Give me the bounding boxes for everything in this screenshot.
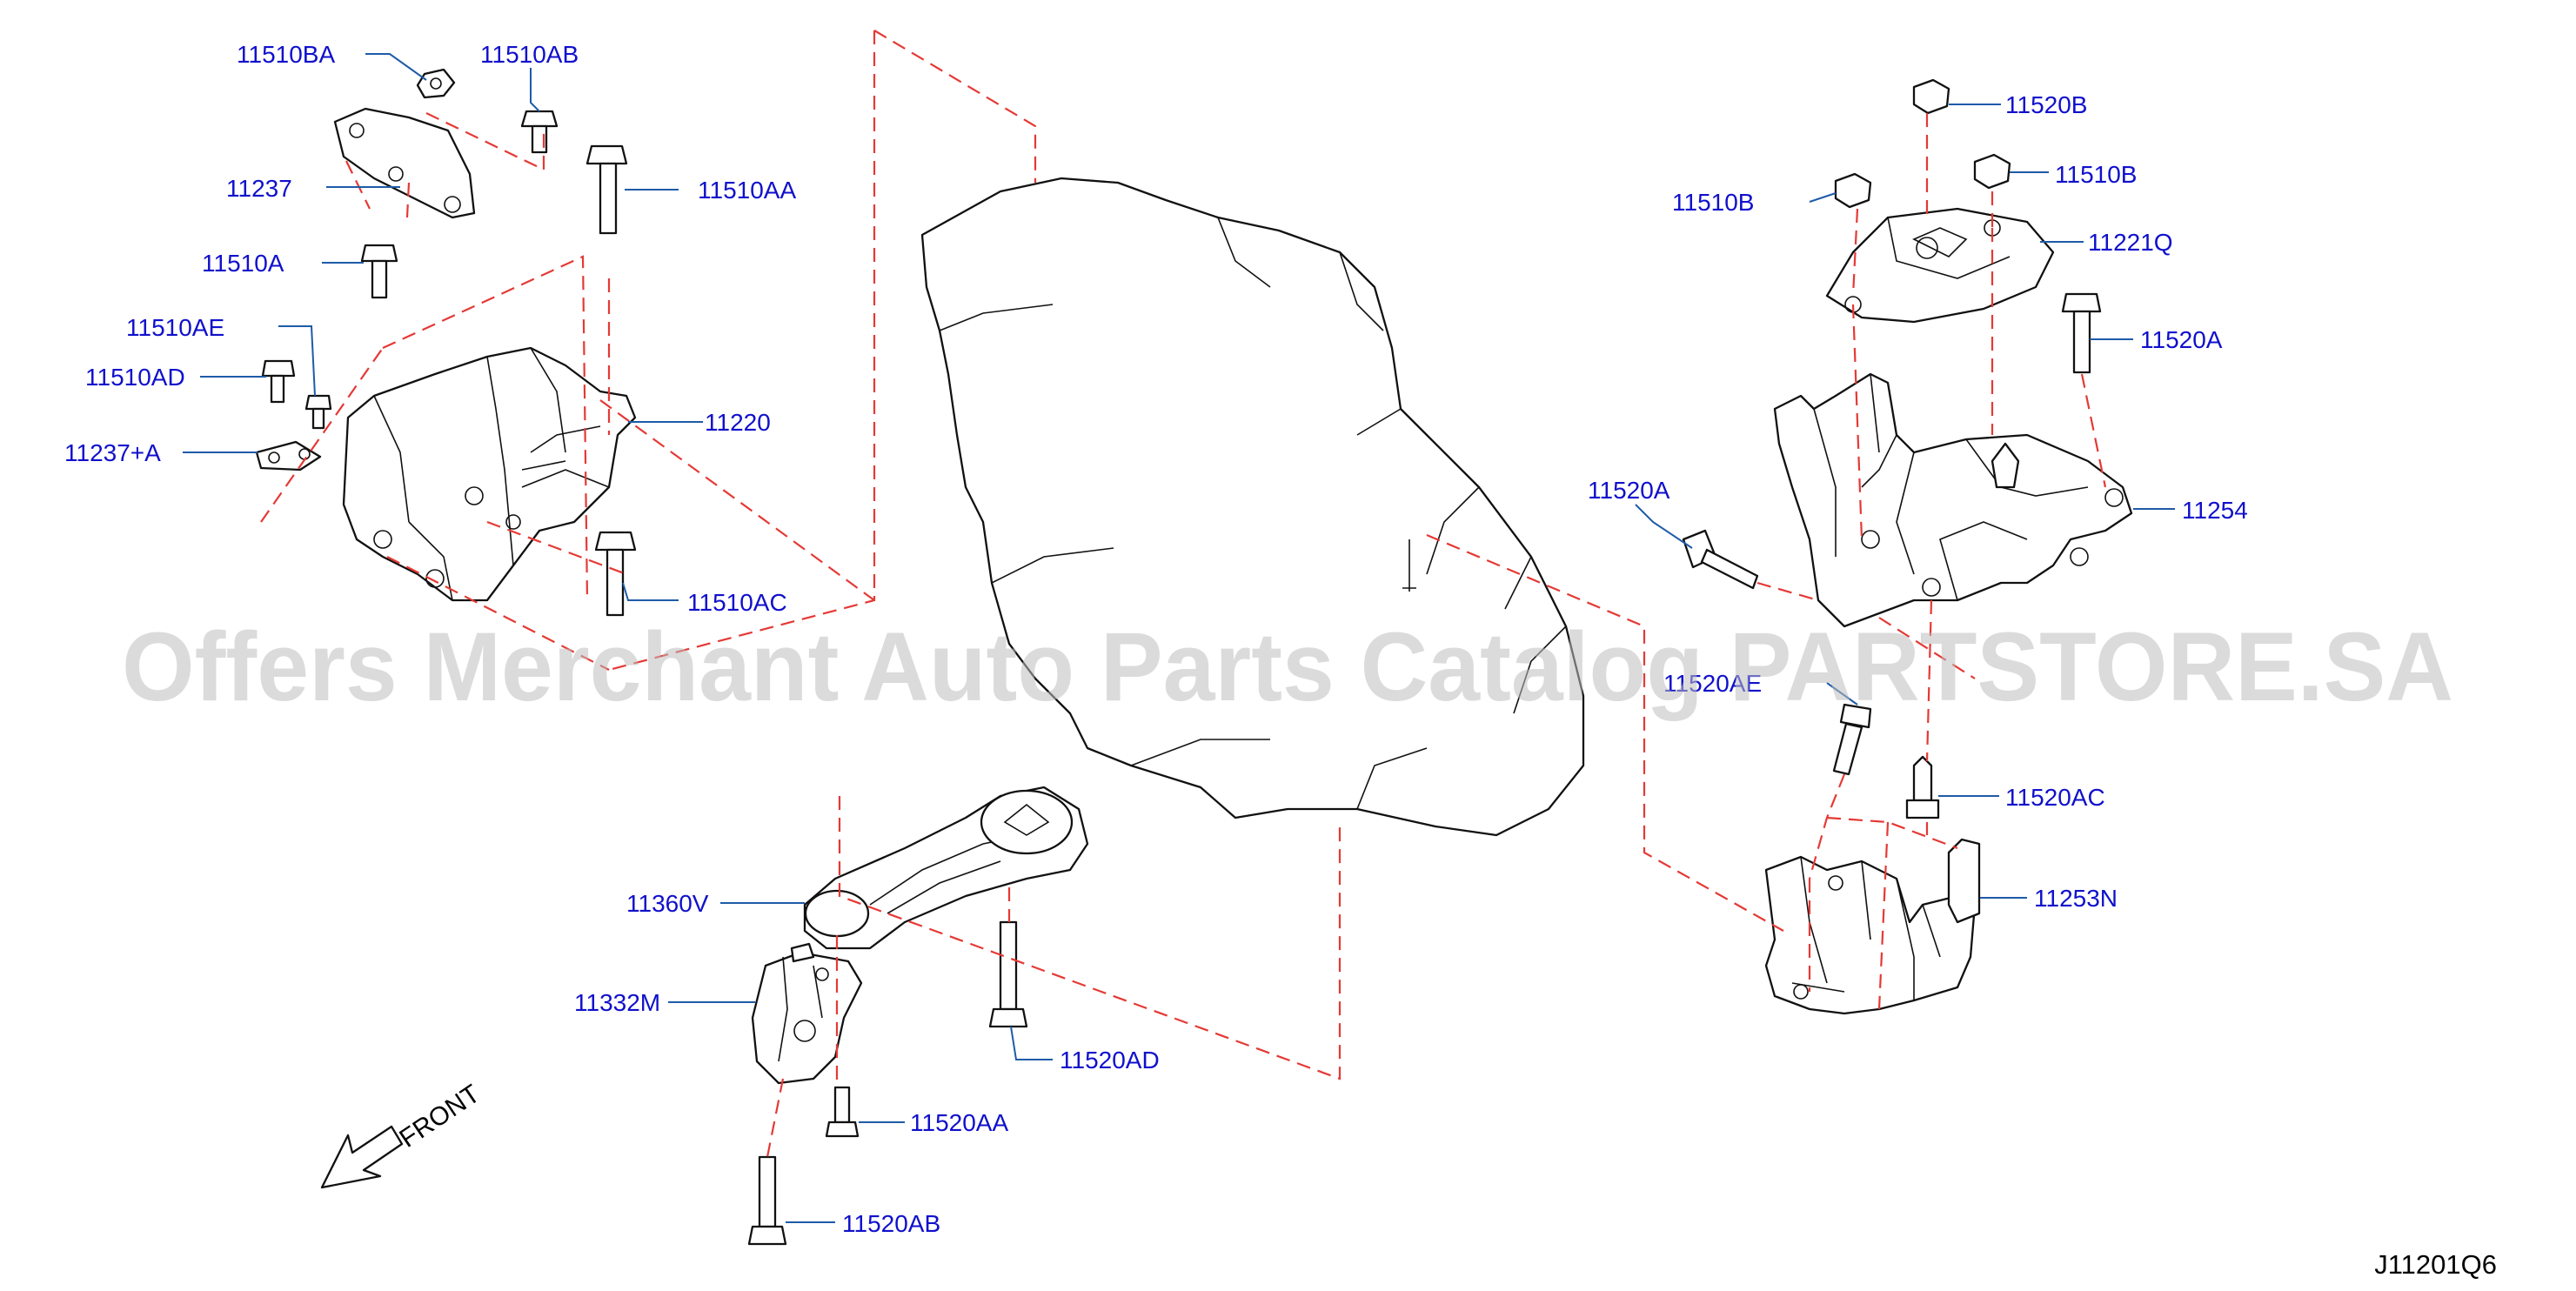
part-labels: 11510BA 11510AB 11237 11510AA 11510A 115…: [64, 41, 2248, 1237]
label-11510b-right: 11510B: [2055, 161, 2137, 188]
assembly-lines: [260, 30, 2107, 1158]
mount-insulator-11221q: [1825, 207, 2055, 324]
watermark: Offers Merchant Auto Parts Catalog PARTS…: [122, 612, 2453, 721]
front-arrow: FRONT: [320, 1080, 485, 1189]
label-11520ab: 11520AB: [842, 1210, 940, 1237]
label-11510a: 11510A: [202, 250, 284, 277]
label-11520a-mid: 11520A: [1588, 477, 1670, 504]
label-11520b: 11520B: [2005, 91, 2087, 118]
leader-lines: [183, 53, 2175, 1223]
label-11520a-upper: 11520A: [2140, 326, 2223, 353]
label-11520ac: 11520AC: [2005, 784, 2105, 811]
label-11520ae: 11520AE: [1663, 670, 1762, 697]
engine-block: [920, 177, 1585, 837]
bracket-11254: [1773, 372, 2133, 628]
diagram-code: J11201Q6: [2374, 1249, 2497, 1280]
bottom-fasteners: [747, 920, 1028, 1246]
engine-mount-lh: [342, 346, 637, 602]
front-arrow-icon: [320, 1125, 404, 1189]
label-11253n: 11253N: [2034, 885, 2118, 912]
bracket-11253n: [1764, 838, 1981, 1015]
label-11520aa: 11520AA: [910, 1109, 1008, 1136]
label-11510ad: 11510AD: [85, 364, 185, 391]
bracket-11332m: [751, 942, 863, 1085]
label-11510aa: 11510AA: [698, 177, 796, 204]
label-11510ba: 11510BA: [237, 41, 335, 68]
left-fasteners: [261, 68, 637, 617]
label-11221q: 11221Q: [2088, 229, 2173, 256]
bracket-11237: [333, 107, 476, 219]
label-11510ac: 11510AC: [687, 589, 787, 616]
torque-rod-11360v: [803, 786, 1089, 950]
front-label: FRONT: [394, 1080, 485, 1154]
label-11510ae: 11510AE: [126, 314, 224, 341]
right-lower-fasteners: [1832, 703, 1940, 819]
label-11360v: 11360V: [626, 890, 709, 917]
label-11254: 11254: [2182, 497, 2248, 524]
label-11510b-left: 11510B: [1672, 189, 1754, 216]
label-11332m: 11332M: [574, 989, 660, 1016]
label-11237: 11237: [226, 175, 292, 202]
bracket-11237-a: [255, 440, 322, 472]
right-upper-fasteners: [1682, 78, 2102, 590]
label-11520ad: 11520AD: [1060, 1047, 1160, 1074]
label-11510ab: 11510AB: [480, 41, 579, 68]
label-11237-a: 11237+A: [64, 439, 161, 466]
label-11220: 11220: [705, 409, 771, 436]
